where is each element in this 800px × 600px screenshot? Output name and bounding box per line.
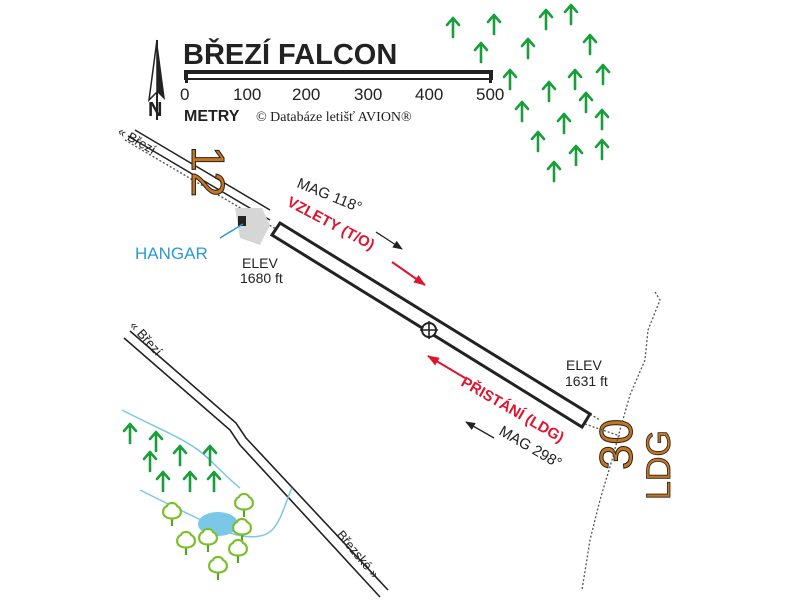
conifer-tree-icon [473,41,489,64]
takeoff-arrow [391,261,426,286]
mag-118-arrow [375,231,403,250]
conifer-tree-icon [530,130,546,153]
hangar-label: HANGAR [135,244,208,263]
conifer-tree-icon [594,108,610,131]
scale-ticks: 0 100 200 300 400 500 [180,85,504,104]
conifer-tree-icon [567,68,583,91]
map-title: BŘEZÍ FALCON [183,37,397,71]
conifer-tree-icon [582,33,598,56]
conifer-tree-icon [556,112,572,135]
track-right [581,291,661,591]
conifer-tree-icon [541,80,557,103]
conifer-tree-icon [520,37,536,60]
elev-12-title: ELEV [242,255,278,271]
scale-tick-500: 500 [476,85,504,104]
scale-tick-100: 100 [233,85,261,104]
deciduous-tree-icon [176,530,196,557]
runway-number-12: 12 [182,146,234,197]
conifer-tree-icon [538,8,554,31]
road-label-top: « Březí [116,124,160,158]
conifer-tree-icon [182,470,198,493]
deciduous-tree-icon [228,538,248,565]
conifer-forest-top [445,3,611,183]
deciduous-tree-icon [208,555,228,582]
conifer-tree-icon [568,144,584,167]
runway-ldg-suffix: LDG [640,430,678,500]
conifer-tree-icon [563,3,579,26]
scale-tick-0: 0 [180,85,189,104]
runway-center-marker-icon [420,321,438,339]
north-letter: N [148,99,162,121]
deciduous-grove [162,492,254,582]
elev-30-title: ELEV [566,357,602,373]
conifer-tree-icon [142,450,158,473]
conifer-tree-icon [206,470,222,493]
mag-298-arrow [465,421,495,439]
landing-arrow [427,355,466,379]
copyright: © Databáze letišť AVION® [256,110,412,125]
conifer-tree-icon [172,444,188,467]
conifer-tree-icon [445,16,461,39]
scale-units: METRY [184,108,240,125]
conifer-tree-icon [122,422,138,445]
conifer-tree-icon [148,430,164,453]
road-label-middle: « Březí [127,318,166,359]
hangar-leader-line [219,223,244,239]
conifer-tree-icon [594,138,610,161]
scale-tick-300: 300 [354,85,382,104]
hangar-building [238,216,246,226]
deciduous-tree-icon [232,517,252,544]
scale-tick-400: 400 [415,85,443,104]
scale-bar [184,70,493,83]
conifer-tree-icon [486,13,502,36]
conifer-tree-icon [514,100,530,123]
deciduous-tree-icon [198,527,218,554]
elev-30-value: 1631 ft [565,373,608,389]
deciduous-tree-icon [234,492,254,519]
conifer-tree-icon [502,68,518,91]
conifer-tree-icon [595,63,611,86]
conifer-tree-icon [155,470,171,493]
road-lower [123,330,389,598]
deciduous-tree-icon [162,501,182,528]
scale-tick-200: 200 [292,85,320,104]
road-top [124,129,601,421]
conifer-tree-icon [578,91,594,114]
north-arrow-icon: N [147,39,165,121]
conifer-tree-icon [546,160,562,183]
elev-12-value: 1680 ft [240,270,283,286]
